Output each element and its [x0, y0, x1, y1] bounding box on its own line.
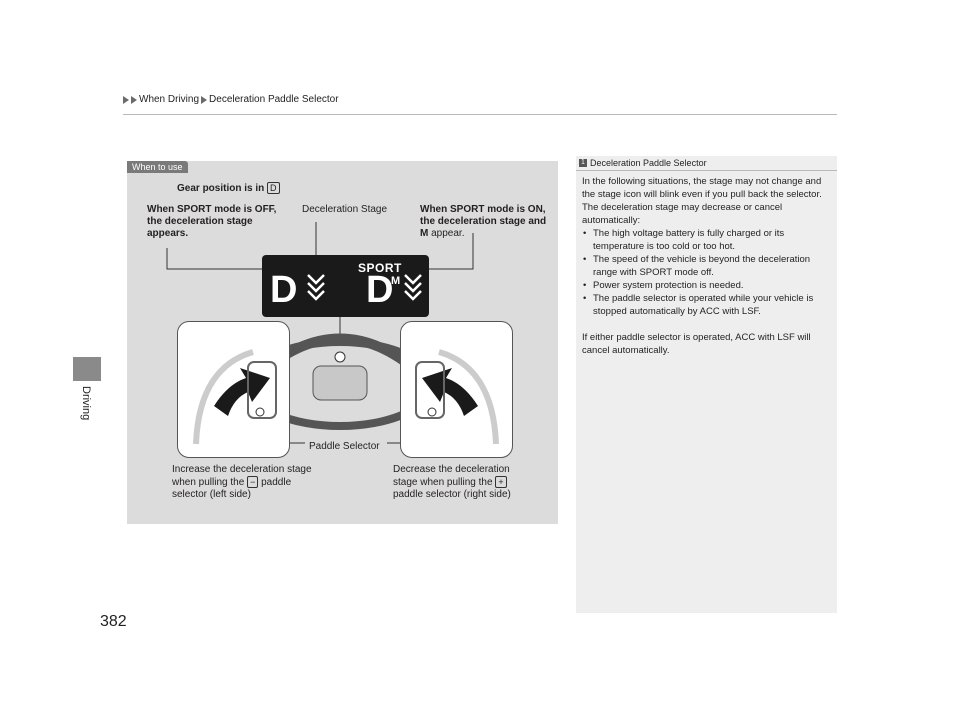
note-bullet-list: The high voltage battery is fully charge…	[582, 227, 832, 318]
m-indicator: M	[391, 275, 400, 287]
breadcrumb: When Driving Deceleration Paddle Selecto…	[123, 94, 339, 105]
left-hand-paddle-panel	[177, 321, 290, 458]
d-position-indicator: D	[270, 269, 297, 312]
meter-display: D SPORT D M	[262, 255, 429, 317]
right-hand-paddle-panel	[400, 321, 513, 458]
note-bullet: Power system protection is needed.	[582, 279, 832, 292]
note-bullet: The paddle selector is operated while yo…	[582, 292, 832, 318]
right-paddle-arrow-icon	[401, 322, 514, 459]
deceleration-stage-chevron-icon-sport	[403, 271, 423, 305]
note-intro: In the following situations, the stage m…	[582, 175, 832, 227]
minus-key-icon: −	[247, 476, 258, 488]
breadcrumb-arrow-icon	[131, 96, 137, 104]
paddle-selector-caption: Paddle Selector	[307, 441, 382, 453]
note-title: 1 Deceleration Paddle Selector	[579, 158, 707, 168]
breadcrumb-arrow-icon	[201, 96, 207, 104]
d-position-indicator-sport: D	[366, 269, 393, 312]
right-paddle-caption: Decrease the deceleration stage when pul…	[393, 464, 533, 501]
section-tab-marker	[73, 357, 101, 381]
leader-line-sport-off	[167, 248, 268, 269]
deceleration-stage-chevron-icon	[306, 271, 326, 305]
page-number: 382	[100, 613, 127, 631]
left-paddle-arrow-icon	[178, 322, 291, 459]
breadcrumb-item-when-driving[interactable]: When Driving	[139, 94, 199, 105]
left-paddle-caption: Increase the deceleration stage when pul…	[172, 464, 312, 501]
breadcrumb-item-deceleration-paddle-selector[interactable]: Deceleration Paddle Selector	[209, 94, 339, 105]
note-body: In the following situations, the stage m…	[582, 175, 832, 357]
note-outro: If either paddle selector is operated, A…	[582, 331, 832, 357]
breadcrumb-arrow-icon	[123, 96, 129, 104]
leader-line-sport-on	[422, 233, 473, 269]
note-divider	[576, 170, 837, 171]
plus-key-icon: +	[495, 476, 506, 488]
header-divider	[123, 114, 837, 115]
note-bullet: The speed of the vehicle is beyond the d…	[582, 253, 832, 279]
section-side-label: Driving	[80, 386, 92, 420]
note-bullet: The high voltage battery is fully charge…	[582, 227, 832, 253]
note-badge-icon: 1	[579, 159, 587, 167]
